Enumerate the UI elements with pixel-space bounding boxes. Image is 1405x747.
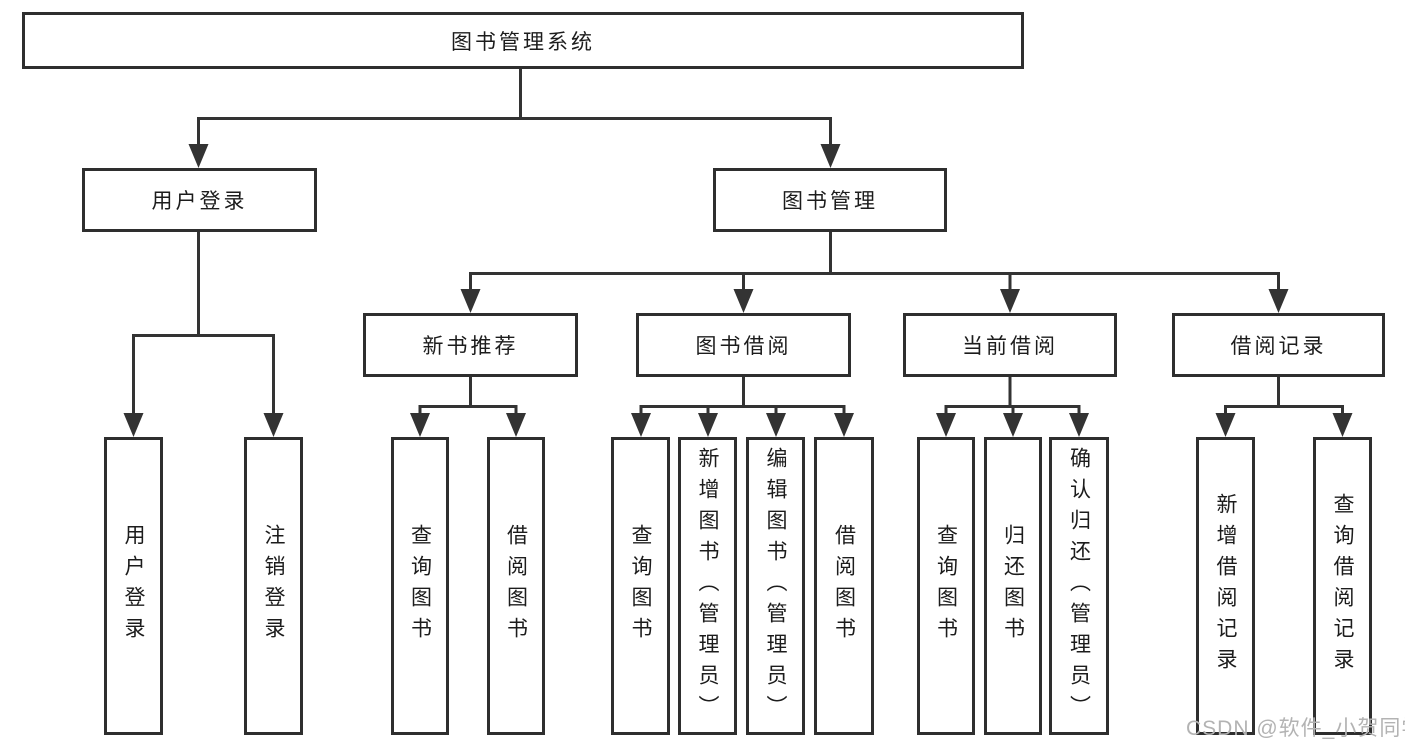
csdn-watermark: CSDN @软件_小贺同学 — [1186, 717, 1405, 740]
node-borrow-records-label: 借阅记录 — [1230, 335, 1327, 358]
node-root-label: 图书管理系统 — [451, 30, 595, 54]
leaf-records-query: 查询借阅记录 — [1313, 437, 1372, 735]
leaf-borrow-edit-label: 编辑图书（管理员） — [764, 446, 788, 726]
leaf-borrow-add-label: 新增图书（管理员） — [696, 446, 720, 726]
leaf-borrow-add: 新增图书（管理员） — [678, 437, 737, 735]
node-user-login: 用户登录 — [82, 168, 317, 232]
node-new-book-recommend: 新书推荐 — [363, 313, 578, 377]
leaf-borrow-borrow-label: 借阅图书 — [832, 524, 856, 648]
leaf-current-return: 归还图书 — [984, 437, 1042, 735]
node-book-borrow-label: 图书借阅 — [695, 335, 792, 358]
leaf-current-confirm-return: 确认归还（管理员） — [1049, 437, 1109, 735]
node-book-borrow: 图书借阅 — [636, 313, 851, 377]
node-book-management: 图书管理 — [713, 168, 947, 232]
leaf-records-query-label: 查询借阅记录 — [1331, 493, 1355, 679]
leaf-newbook-query: 查询图书 — [391, 437, 449, 735]
leaf-borrow-borrow: 借阅图书 — [814, 437, 874, 735]
leaf-user-logout: 注销登录 — [244, 437, 303, 735]
node-current-borrow: 当前借阅 — [903, 313, 1117, 377]
leaf-borrow-query: 查询图书 — [611, 437, 670, 735]
node-user-login-label: 用户登录 — [151, 190, 248, 213]
leaf-user-login: 用户登录 — [104, 437, 163, 735]
leaf-current-confirm-return-label: 确认归还（管理员） — [1067, 446, 1091, 726]
leaf-borrow-query-label: 查询图书 — [629, 524, 653, 648]
node-current-borrow-label: 当前借阅 — [962, 335, 1058, 358]
leaf-current-query-label: 查询图书 — [934, 524, 958, 648]
leaf-newbook-query-label: 查询图书 — [408, 524, 432, 648]
node-new-book-recommend-label: 新书推荐 — [422, 335, 519, 358]
leaf-records-add: 新增借阅记录 — [1196, 437, 1255, 735]
node-book-management-label: 图书管理 — [782, 190, 878, 213]
node-borrow-records: 借阅记录 — [1172, 313, 1385, 377]
leaf-current-return-label: 归还图书 — [1001, 524, 1025, 648]
leaf-user-logout-label: 注销登录 — [262, 524, 286, 648]
leaf-records-add-label: 新增借阅记录 — [1214, 493, 1238, 679]
leaf-newbook-borrow: 借阅图书 — [487, 437, 545, 735]
leaf-newbook-borrow-label: 借阅图书 — [504, 524, 528, 648]
node-root: 图书管理系统 — [22, 12, 1024, 69]
leaf-current-query: 查询图书 — [917, 437, 975, 735]
leaf-user-login-label: 用户登录 — [122, 524, 146, 648]
leaf-borrow-edit: 编辑图书（管理员） — [746, 437, 805, 735]
